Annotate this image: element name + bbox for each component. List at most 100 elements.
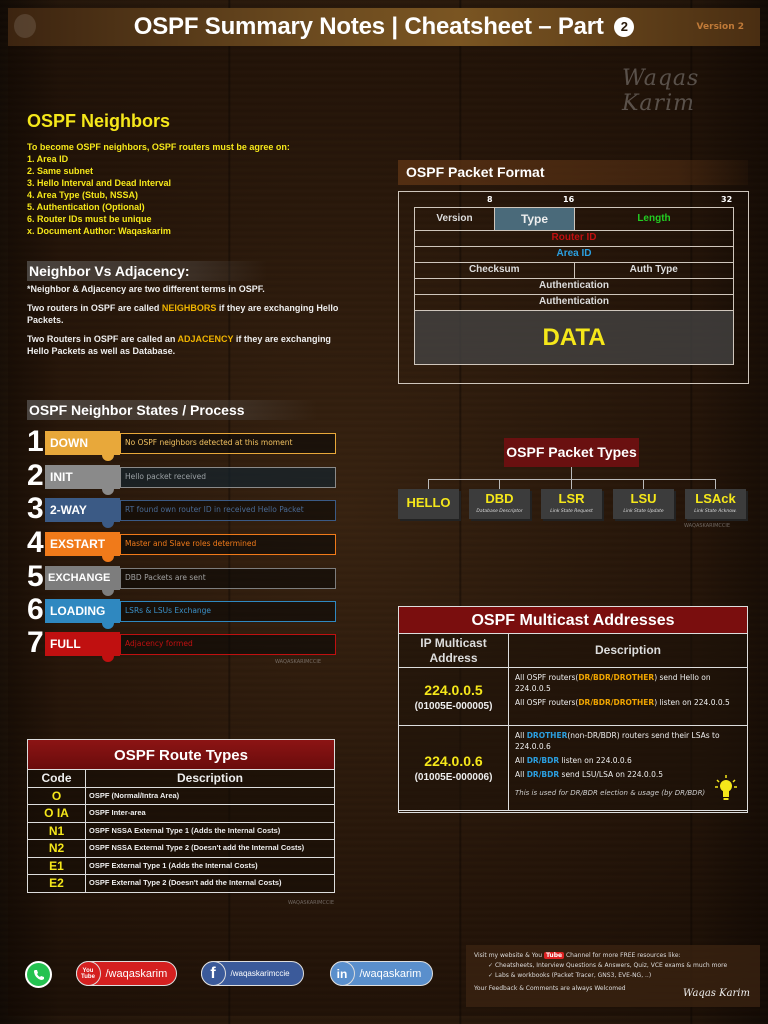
- route-code: E1: [28, 857, 86, 874]
- multicast-address-cell: 224.0.0.6 (01005E-000006): [399, 726, 509, 810]
- description-cell: All DROTHER(non-DR/BDR) routers send the…: [509, 726, 747, 810]
- field-authentication: Authentication: [539, 296, 609, 307]
- list-item: Labs & workbooks (Packet Tracer, GNS3, E…: [488, 971, 752, 981]
- list-item: 3. Hello Interval and Dead Interval: [27, 178, 172, 188]
- packet-format-heading: OSPF Packet Format: [398, 160, 748, 185]
- packet-row: Router ID: [414, 231, 734, 247]
- route-code: N2: [28, 840, 86, 857]
- state-number: 5: [27, 560, 44, 593]
- packet-type-lsr: LSR Link State Request: [541, 489, 602, 519]
- multicast-address-cell: 224.0.0.5 (01005E-000005): [399, 668, 509, 725]
- whatsapp-icon[interactable]: [25, 961, 52, 988]
- packet-type-desc: Database Descriptor: [476, 509, 523, 514]
- tree-connector: [571, 467, 572, 479]
- field-area-id: Area ID: [556, 248, 592, 259]
- adjacency-note: *Neighbor & Adjacency are two different …: [27, 284, 265, 294]
- lightbulb-icon: [715, 775, 737, 800]
- table-row: 224.0.0.6 (01005E-000006) All DROTHER(no…: [399, 726, 747, 811]
- facebook-link[interactable]: f /waqaskarimccie: [200, 961, 304, 986]
- packet-row: Checksum Auth Type: [414, 263, 734, 279]
- facebook-handle: /waqaskarimccie: [230, 969, 290, 978]
- route-description: OSPF NSSA External Type 1 (Adds the Inte…: [89, 825, 281, 835]
- table-row: N1 OSPF NSSA External Type 1 (Adds the I…: [27, 822, 335, 840]
- author-signature: Waqas Karim: [622, 66, 700, 116]
- route-code: E2: [28, 875, 86, 892]
- state-description: LSRs & LSUs Exchange: [120, 601, 336, 622]
- tree-connector: [499, 479, 500, 489]
- mac-address: (01005E-000006): [414, 772, 493, 783]
- table-header-row: IP Multicast Address Description: [399, 634, 747, 668]
- bit-label: 32: [721, 195, 733, 204]
- packet-type-name: HELLO: [406, 495, 451, 510]
- list-item: Cheatsheets, Interview Questions & Answe…: [488, 961, 752, 971]
- field-length: Length: [637, 213, 671, 224]
- state-loading: 6 LOADING LSRs & LSUs Exchange: [27, 594, 337, 629]
- facebook-icon: f: [200, 961, 226, 986]
- phone-icon: [33, 969, 44, 980]
- tree-connector: [715, 479, 716, 489]
- route-description: OSPF External Type 2 (Doesn't add the In…: [89, 878, 282, 887]
- state-full: 7 FULL Adjacency formed: [27, 627, 337, 662]
- state-exchange: 5 EXCHANGE DBD Packets are sent: [27, 561, 337, 596]
- adjacency-heading: Neighbor Vs Adjacency:: [27, 261, 267, 281]
- state-name: LOADING: [45, 599, 120, 629]
- state-name: DOWN: [45, 431, 120, 461]
- list-item: 6. Router IDs must be unique: [27, 214, 152, 224]
- multicast-table: OSPF Multicast Addresses IP Multicast Ad…: [398, 606, 748, 813]
- state-number: 6: [27, 593, 44, 626]
- tree-connector: [428, 479, 429, 489]
- state-2way: 3 2-WAY RT found own router ID in receiv…: [27, 493, 337, 528]
- table-row: O IA OSPF Inter-area: [27, 805, 335, 823]
- neighbors-definition: Two routers in OSPF are called NEIGHBORS…: [27, 303, 339, 325]
- promo-box: Visit my website & You Tube Channel for …: [466, 945, 760, 1007]
- route-types-table: OSPF Route Types Code Description O OSPF…: [27, 739, 335, 897]
- state-description: No OSPF neighbors detected at this momen…: [120, 433, 336, 454]
- state-number: 4: [27, 526, 44, 559]
- list-item: 2. Same subnet: [27, 166, 94, 176]
- packet-type-lsu: LSU Link State Update: [613, 489, 674, 519]
- table-header-row: Code Description: [27, 770, 335, 788]
- version-label: Version 2: [696, 22, 744, 32]
- bit-label: 16: [563, 195, 575, 204]
- watermark: WAQASKARIMCCIE: [275, 659, 322, 665]
- linkedin-link[interactable]: in /waqaskarim: [329, 961, 433, 986]
- field-authentication: Authentication: [539, 280, 609, 291]
- youtube-mini-icon: Tube: [544, 952, 565, 959]
- tree-connector: [571, 479, 572, 489]
- packet-row: Version Type Length: [414, 207, 734, 231]
- packet-type-name: DBD: [485, 491, 514, 506]
- ip-address: 224.0.0.5: [424, 681, 483, 698]
- state-down: 1 DOWN No OSPF neighbors detected at thi…: [27, 426, 337, 461]
- table-row: E1 OSPF External Type 1 (Adds the Intern…: [27, 857, 335, 875]
- state-description: Hello packet received: [120, 467, 336, 488]
- state-number: 7: [27, 626, 44, 659]
- state-name: EXSTART: [45, 532, 120, 562]
- list-item: 5. Authentication (Optional): [27, 202, 145, 212]
- states-heading: OSPF Neighbor States / Process: [27, 400, 317, 420]
- watermark: WAQASKARIMCCIE: [684, 523, 731, 529]
- state-name: FULL: [45, 632, 120, 662]
- author-logo-icon: [14, 14, 36, 38]
- route-description: OSPF External Type 1 (Adds the Internal …: [89, 860, 258, 870]
- packet-row: Authentication: [414, 295, 734, 311]
- packet-types-heading: OSPF Packet Types: [504, 438, 639, 467]
- description-cell: All OSPF routers(DR/BDR/DROTHER) send He…: [515, 673, 730, 707]
- table-row: E2 OSPF External Type 2 (Doesn't add the…: [27, 875, 335, 893]
- packet-header-table: Version Type Length Router ID Area ID Ch…: [414, 207, 734, 365]
- table-row: O OSPF (Normal/Intra Area): [27, 787, 335, 805]
- tree-connector: [643, 479, 644, 489]
- route-description: OSPF Inter-area: [89, 808, 146, 817]
- packet-row: Authentication: [414, 279, 734, 295]
- state-number: 1: [27, 425, 44, 458]
- field-data: DATA: [414, 311, 734, 365]
- packet-type-desc: Link State Acknow.: [694, 509, 737, 514]
- state-name: INIT: [45, 465, 120, 495]
- state-name: EXCHANGE: [45, 566, 120, 596]
- route-description: OSPF (Normal/Intra Area): [89, 790, 180, 800]
- packet-type-name: LSR: [558, 491, 585, 506]
- column-header: Code: [28, 770, 86, 787]
- packet-type-dbd: DBD Database Descriptor: [469, 489, 530, 519]
- packet-row: Area ID: [414, 247, 734, 263]
